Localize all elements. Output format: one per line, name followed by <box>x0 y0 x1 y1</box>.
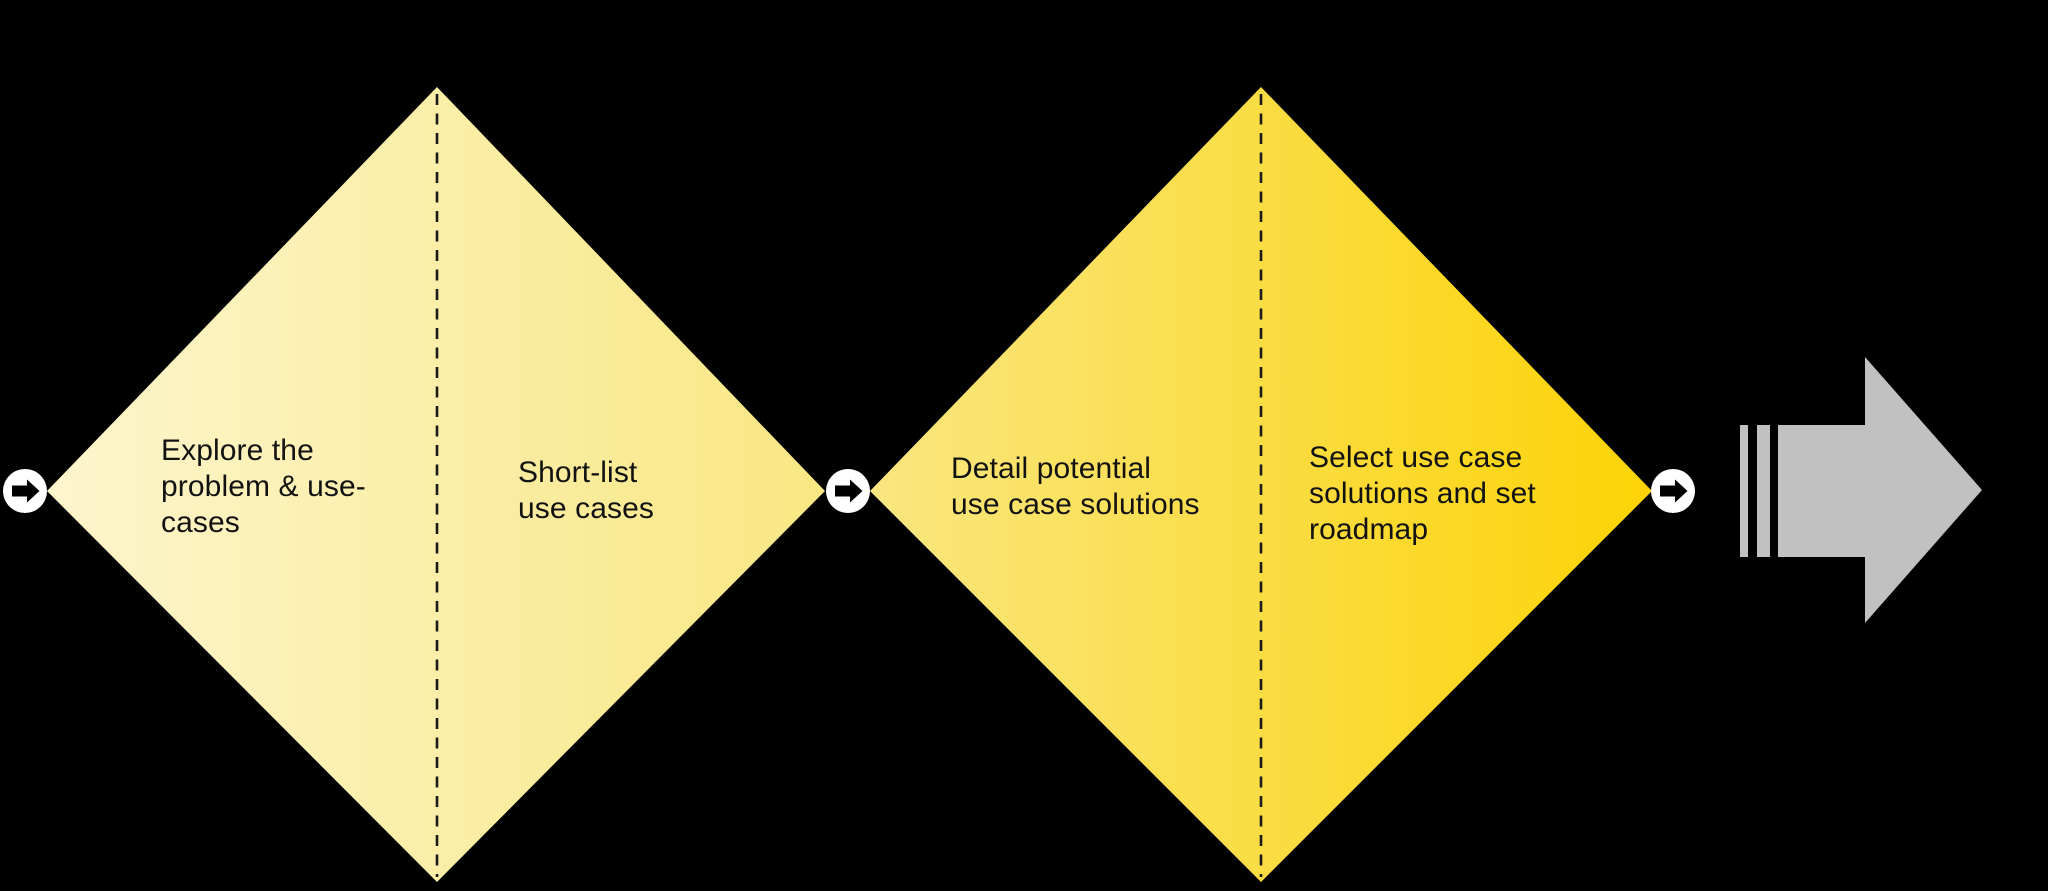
forward-arrow-body <box>1778 357 1982 623</box>
arrow-right-circle-icon <box>1660 479 1688 503</box>
arrow-right-circle-icon <box>835 479 863 503</box>
connector-middle <box>826 469 870 513</box>
connector-start <box>3 469 47 513</box>
forward-arrow-bar-thick <box>1757 425 1770 557</box>
forward-arrow-icon <box>1740 357 1982 623</box>
arrow-right-circle-icon <box>12 479 40 503</box>
diamond-1-left-label: Explore the problem & use- cases <box>161 434 366 539</box>
diamond-1-right-label: Short-list use cases <box>518 456 654 525</box>
diamond-2-right-label: Select use case solutions and set roadma… <box>1309 441 1536 546</box>
forward-arrow-bar-thin <box>1740 425 1748 557</box>
diamond-2-left-label: Detail potential use case solutions <box>951 452 1200 521</box>
connector-end <box>1651 469 1695 513</box>
